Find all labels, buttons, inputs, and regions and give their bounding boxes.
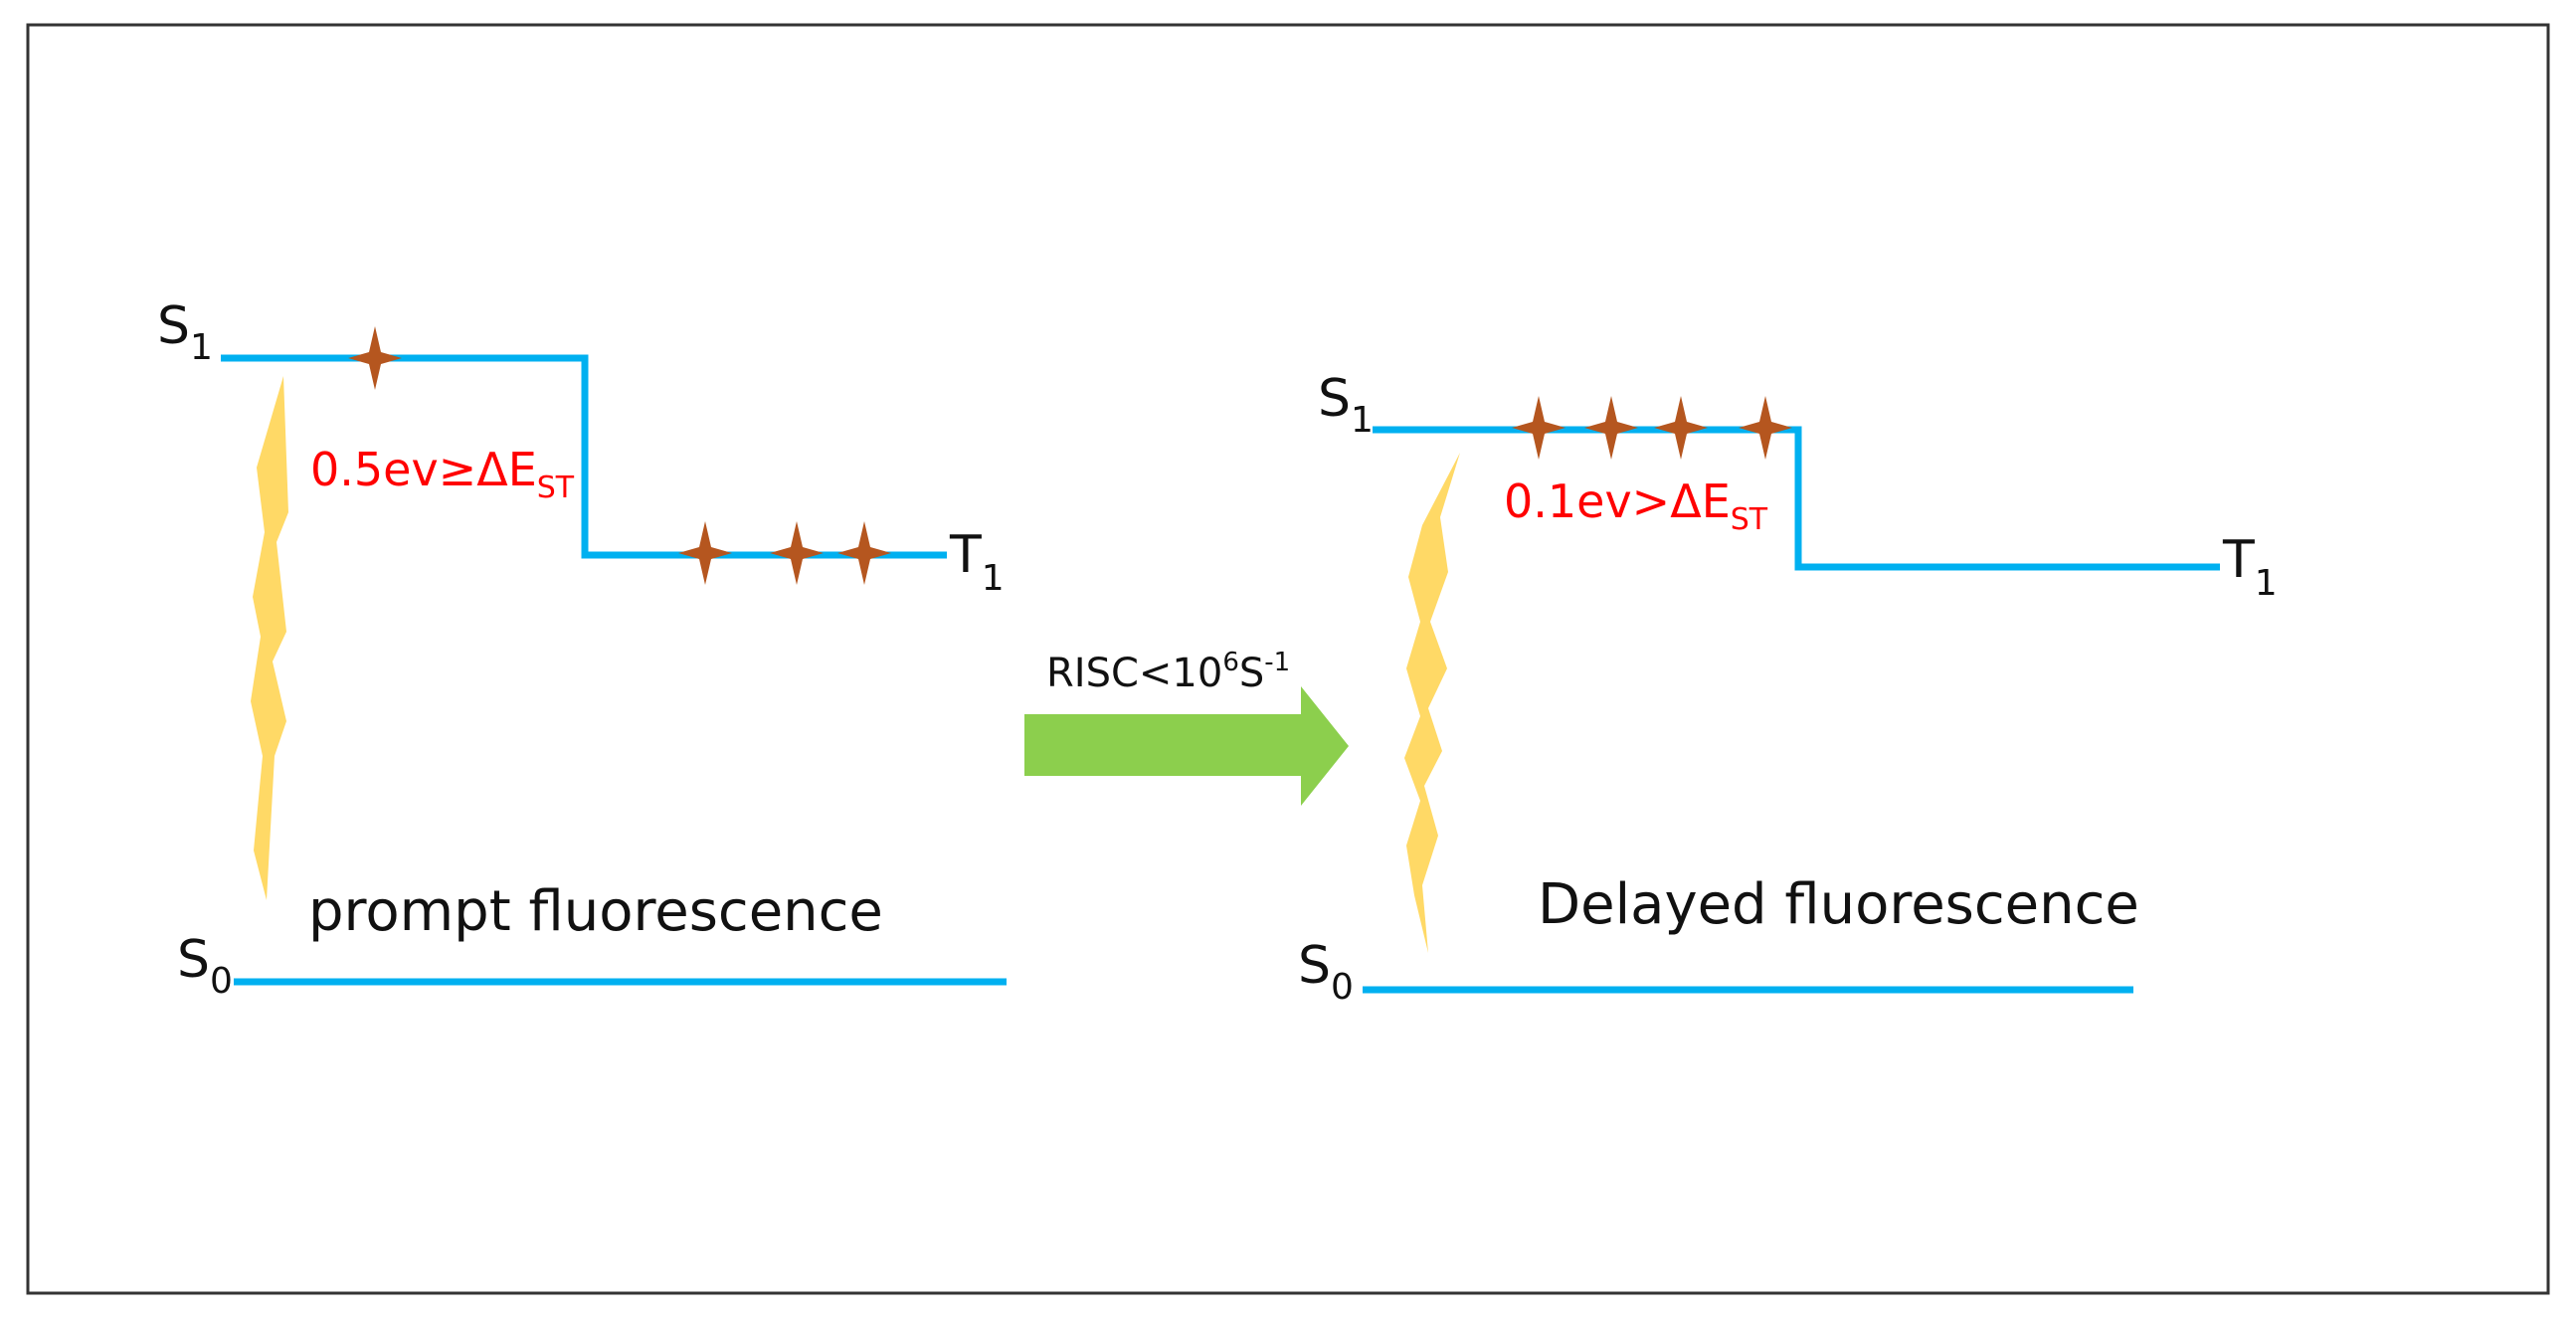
diagram-frame	[26, 23, 2550, 1295]
right-s0-label: S0	[1298, 936, 1354, 1008]
left-s1-t1-level-line	[221, 354, 947, 559]
right-s1-t1-level-line	[1373, 426, 2220, 571]
left-s0-label: S0	[177, 930, 233, 1002]
right-t1-label: T1	[2222, 530, 2278, 604]
left-caption: prompt fluorescence	[308, 879, 883, 944]
left-lightning-icon	[251, 376, 288, 900]
right-s1-label: S1	[1318, 369, 1374, 441]
right-lightning-icon	[1404, 453, 1460, 953]
right-caption: Delayed fluorescence	[1538, 872, 2139, 937]
left-t1-excitons	[678, 521, 891, 585]
exciton-star-icon	[348, 326, 402, 390]
exciton-star-icon	[1512, 396, 1565, 460]
exciton-star-icon	[1654, 396, 1708, 460]
exciton-star-icon	[678, 521, 732, 585]
exciton-star-icon	[1584, 396, 1638, 460]
left-energy-gap-label: 0.5ev≥ΔEST	[310, 443, 575, 505]
risc-rate-label: RISC<106S-1	[1046, 648, 1290, 696]
right-panel: S1 T1 S0 0.1ev>ΔEST Delayed fluorescence	[1298, 369, 2278, 1008]
transition: RISC<106S-1	[1024, 648, 1349, 806]
right-energy-gap-label: 0.1ev>ΔEST	[1504, 474, 1768, 537]
left-s1-excitons	[348, 326, 402, 390]
right-arrow-icon	[1024, 686, 1349, 806]
exciton-star-icon	[770, 521, 824, 585]
left-t1-label: T1	[949, 525, 1005, 599]
exciton-star-icon	[837, 521, 891, 585]
left-s1-label: S1	[157, 296, 213, 368]
exciton-star-icon	[1739, 396, 1792, 460]
left-panel: S1 T1 S0 0.5ev≥ΔEST prompt fluorescence	[157, 296, 1007, 1002]
